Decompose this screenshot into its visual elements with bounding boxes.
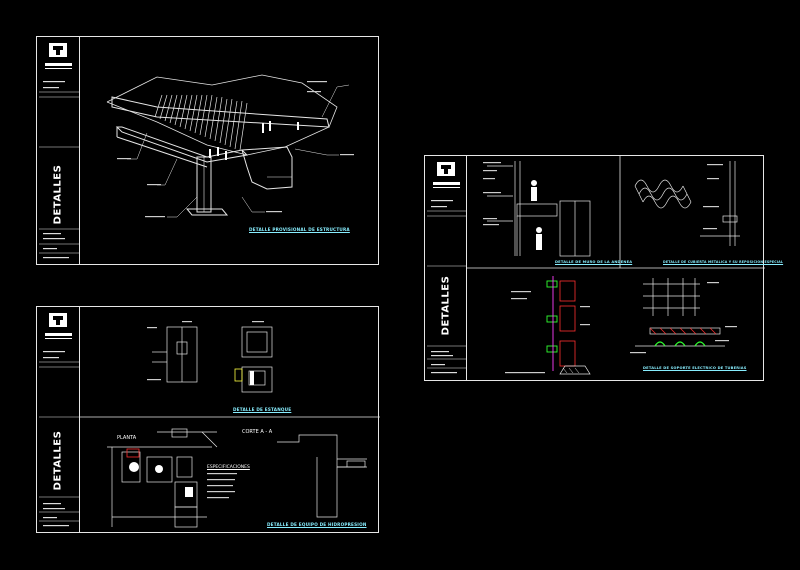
wall-detail-caption: DETALLE DE MURO DE LA ANDENEA xyxy=(555,260,633,264)
sheet-caption: DETALLE PROVISIONAL DE ESTRUCTURA xyxy=(249,227,350,232)
isometric-structure-drawing xyxy=(106,74,354,218)
drawing-sheet-2[interactable]: DETALLES xyxy=(36,306,380,533)
pipe-support-caption: DETALLE DE SOPORTE ELECTRICO DE TUBERIAS xyxy=(643,366,747,370)
title-block-graphics xyxy=(427,162,467,374)
drawing-sheet-3[interactable]: DETALLES xyxy=(424,155,783,381)
crane-logo-icon xyxy=(45,43,72,69)
title-block-graphics xyxy=(39,313,80,527)
tank-and-pump-drawing xyxy=(80,321,380,528)
drawing-sheet-1[interactable]: DETALLES xyxy=(36,36,379,265)
crane-logo-icon xyxy=(433,162,460,188)
wall-and-roof-details-drawing xyxy=(467,156,765,375)
title-block: DETALLES xyxy=(425,156,467,380)
plan-label: PLANTA xyxy=(117,435,137,441)
title-block: DETALLES xyxy=(37,37,80,264)
specifications-label: ESPECIFICACIONES xyxy=(207,465,250,470)
pump-detail-caption: DETALLE DE EQUIPO DE HIDROPRESION xyxy=(267,522,367,527)
tank-detail-caption: DETALLE DE ESTANQUE xyxy=(233,407,292,412)
crane-logo-icon xyxy=(45,313,72,339)
title-block-graphics xyxy=(39,43,80,259)
title-block: DETALLES xyxy=(37,307,80,532)
person-figure-icon xyxy=(531,180,542,250)
section-label: CORTE A - A xyxy=(242,429,273,435)
roof-detail-caption: DETALLE DE CUBIERTA METALICA Y SU REPOSI… xyxy=(663,260,784,264)
